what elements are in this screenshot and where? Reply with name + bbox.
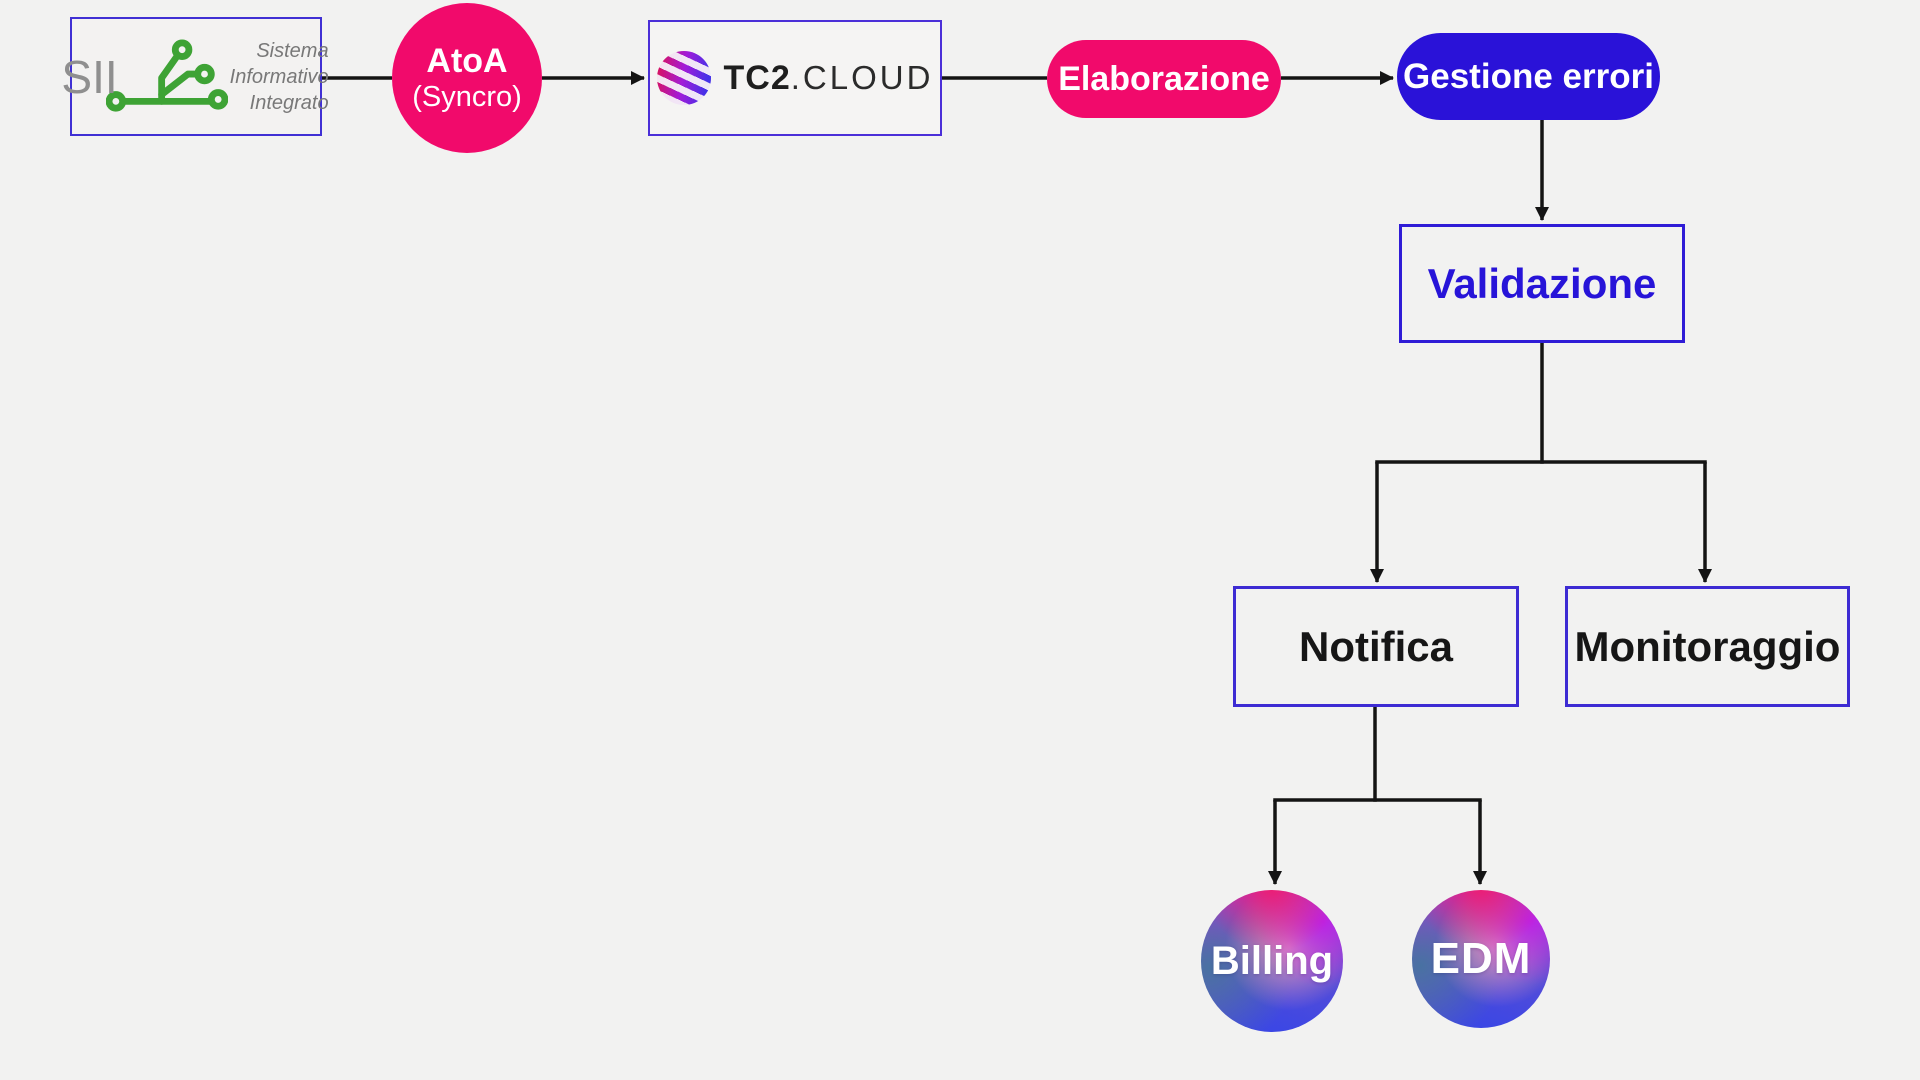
tc2-brand-text: TC2 .CLOUD <box>723 58 934 97</box>
tc2-sphere-logo-icon <box>656 51 711 105</box>
sii-abbr-label: SII <box>61 50 118 103</box>
sii-circuit-icon <box>105 38 228 112</box>
node-billing: Billing <box>1201 890 1343 1032</box>
node-edm: EDM <box>1412 890 1550 1028</box>
node-gestione-errori: Gestione errori <box>1397 33 1660 120</box>
node-tc2cloud: TC2 .CLOUD <box>648 20 942 136</box>
node-monitoraggio: Monitoraggio <box>1565 586 1850 707</box>
node-validazione: Validazione <box>1399 224 1685 343</box>
atoa-subtitle: (Syncro) <box>412 80 522 113</box>
node-sii: SII Sistema Informativo Integrato <box>61 17 329 136</box>
node-notifica: Notifica <box>1233 586 1519 707</box>
sii-fullname: Sistema Informativo Integrato <box>229 39 329 114</box>
node-elaborazione: Elaborazione <box>1047 40 1281 118</box>
atoa-title: AtoA <box>426 41 508 80</box>
node-atoa: AtoA (Syncro) <box>392 3 542 153</box>
